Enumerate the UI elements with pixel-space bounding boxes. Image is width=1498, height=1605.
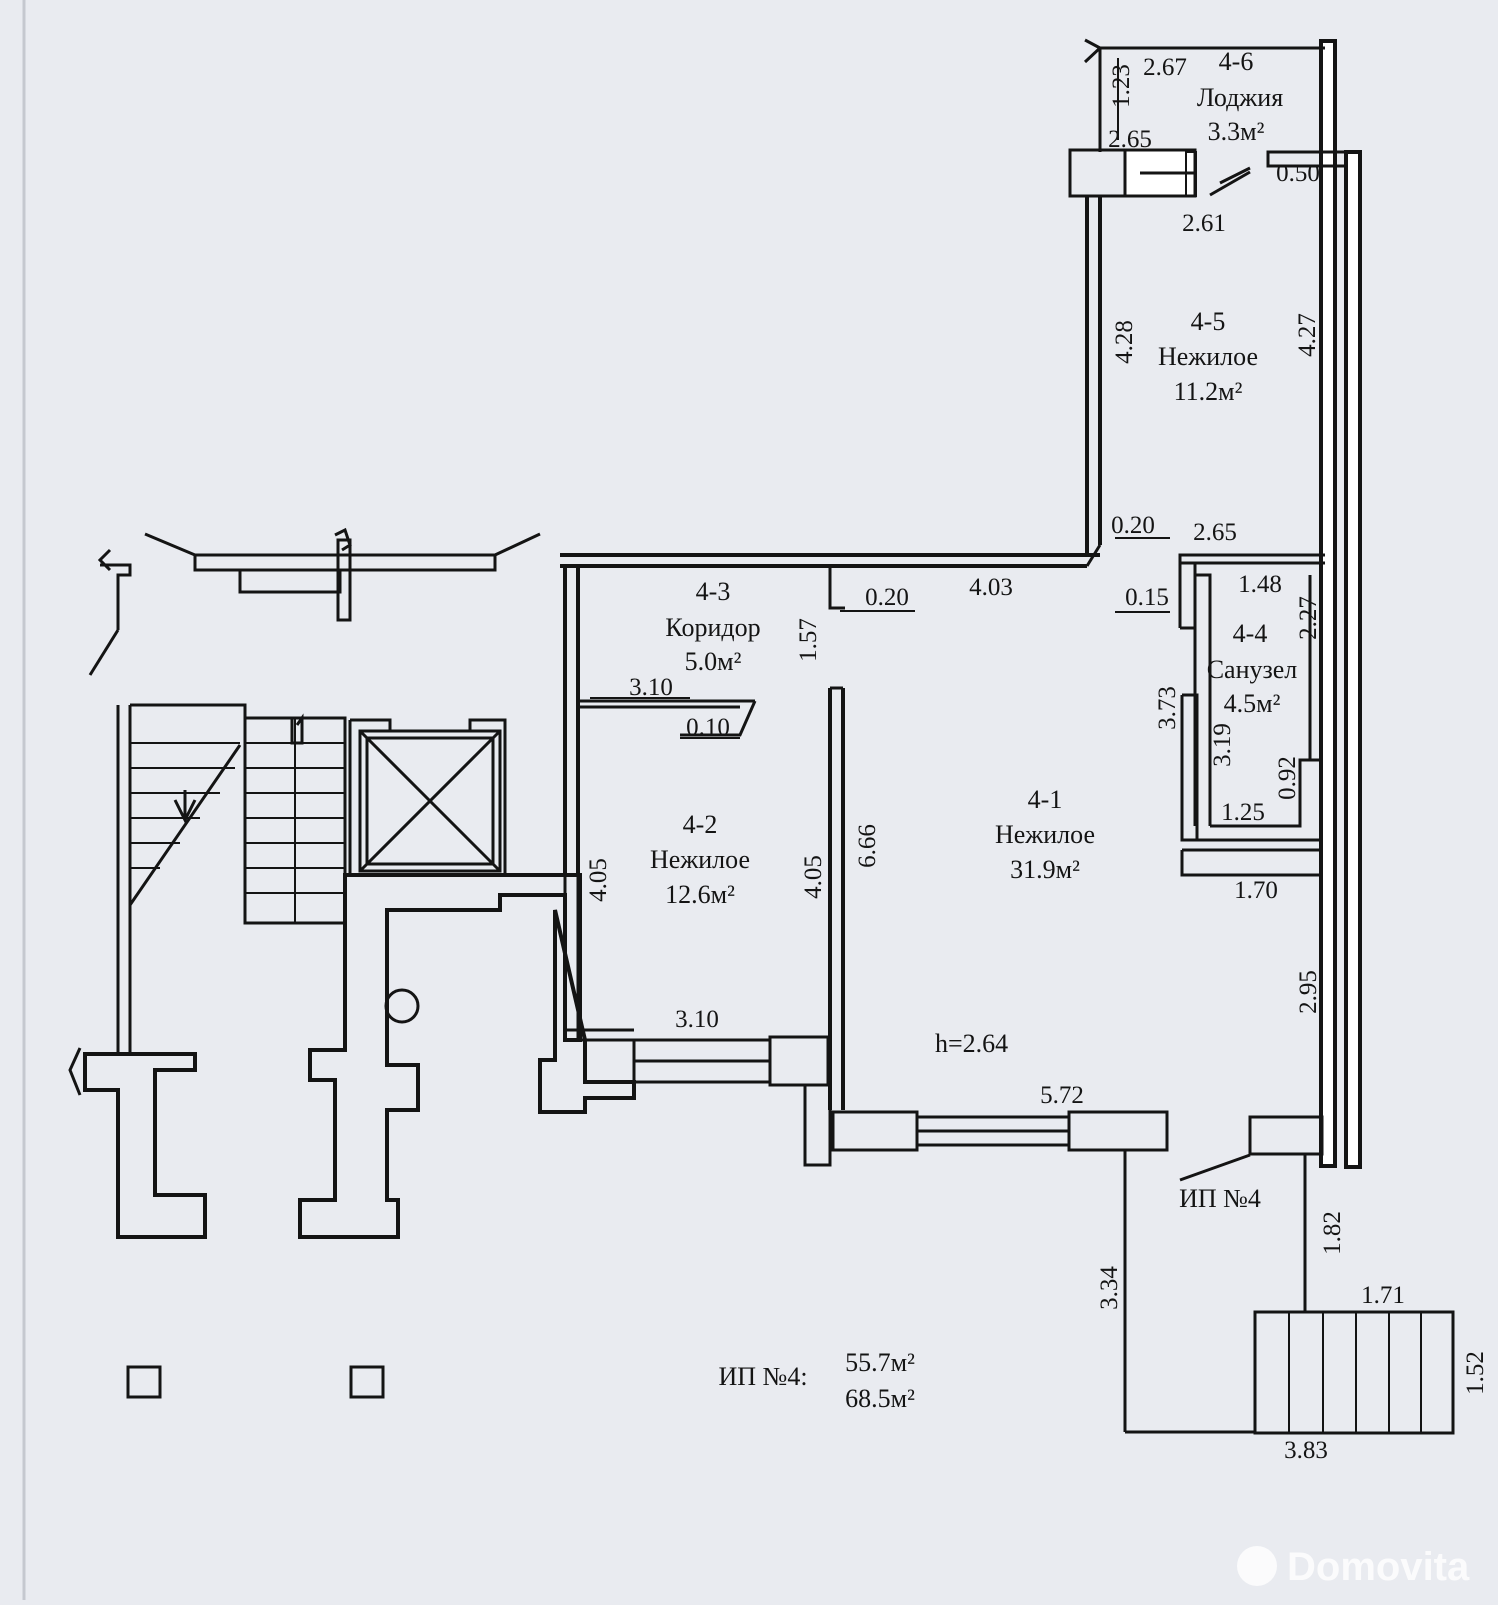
- room-4-2-label: 4-2 Нежилое 12.6м²: [650, 810, 750, 909]
- dim-1-25: 1.25: [1221, 799, 1265, 826]
- room-area: 12.6м²: [665, 880, 735, 909]
- dim-1-23: 1.23: [1108, 64, 1135, 108]
- dimension-lines: [590, 58, 1170, 739]
- dim-0-15: 0.15: [1125, 584, 1169, 611]
- watermark-text: Domovita: [1287, 1545, 1470, 1589]
- dim-1-57: 1.57: [795, 618, 822, 662]
- summary-area-2: 68.5м²: [845, 1384, 915, 1413]
- dim-2-65-mid: 2.65: [1193, 519, 1237, 546]
- summary-area-1: 55.7м²: [845, 1348, 915, 1377]
- right-outer-wall-2: [1344, 150, 1362, 1169]
- walls: [68, 38, 1455, 1435]
- dim-3-83: 3.83: [1284, 1437, 1328, 1464]
- dim-4-03: 4.03: [969, 574, 1013, 601]
- room-4-1-label: 4-1 Нежилое 31.9м²: [995, 785, 1095, 884]
- dim-0-92: 0.92: [1274, 756, 1301, 800]
- vertical-dimension-labels: 1.23 4.28 4.27 2.27 1.57 3.73 3.19 0.92 …: [585, 64, 1489, 1395]
- right-outer-wall: [1319, 39, 1337, 1168]
- dim-4-05-right: 4.05: [800, 855, 827, 899]
- dim-3-10-bottom: 3.10: [675, 1006, 719, 1033]
- room-area: 4.5м²: [1224, 689, 1281, 718]
- dim-5-72: 5.72: [1040, 1082, 1084, 1109]
- room-4-5-label: 4-5 Нежилое 11.2м²: [1158, 307, 1258, 406]
- room-4-4-label: 4-4 Санузел 4.5м²: [1207, 619, 1298, 718]
- dim-3-73: 3.73: [1154, 686, 1181, 730]
- room-id: 4-1: [1028, 785, 1063, 814]
- dim-0-20-mid: 0.20: [865, 584, 909, 611]
- room-name: Санузел: [1207, 655, 1298, 684]
- room-id: 4-2: [683, 810, 718, 839]
- room-4-3-label: 4-3 Коридор 5.0м²: [665, 577, 760, 676]
- dim-3-34: 3.34: [1096, 1266, 1123, 1310]
- summary-label: ИП №4:: [718, 1362, 807, 1391]
- dim-1-82: 1.82: [1319, 1211, 1346, 1255]
- room-id: 4-5: [1191, 307, 1226, 336]
- dim-4-28: 4.28: [1111, 320, 1138, 364]
- dim-6-66: 6.66: [854, 824, 881, 868]
- room-area: 31.9м²: [1010, 855, 1080, 884]
- dim-2-65-top: 2.65: [1108, 126, 1152, 153]
- dim-2-27: 2.27: [1295, 596, 1322, 640]
- room-4-6-label: 4-6 Лоджия 3.3м²: [1197, 47, 1283, 146]
- room-area: 3.3м²: [1208, 117, 1265, 146]
- room-name: Нежилое: [650, 845, 750, 874]
- dim-0-10: 0.10: [686, 714, 730, 741]
- room-area: 5.0м²: [685, 647, 742, 676]
- dim-2-95: 2.95: [1295, 970, 1322, 1014]
- room-area: 11.2м²: [1174, 377, 1243, 406]
- room-name: Нежилое: [1158, 342, 1258, 371]
- ceiling-height: h=2.64: [935, 1029, 1008, 1058]
- dim-1-52: 1.52: [1462, 1351, 1489, 1395]
- dimension-labels: 2.67 2.65 0.50 2.61 0.20 2.65 0.20 4.03 …: [629, 54, 1405, 1464]
- dim-3-19: 3.19: [1209, 723, 1236, 767]
- room-name: Коридор: [665, 613, 760, 642]
- room-id: 4-3: [696, 577, 731, 606]
- dim-4-05-left: 4.05: [585, 858, 612, 902]
- room-name: Нежилое: [995, 820, 1095, 849]
- dim-0-50: 0.50: [1276, 160, 1320, 187]
- unit-label: ИП №4: [1179, 1184, 1261, 1213]
- dim-2-67: 2.67: [1143, 54, 1187, 81]
- dim-1-48: 1.48: [1238, 571, 1282, 598]
- dim-2-61: 2.61: [1182, 210, 1226, 237]
- dim-1-70: 1.70: [1234, 877, 1278, 904]
- watermark: Domovita: [1237, 1545, 1470, 1589]
- room-id: 4-4: [1233, 619, 1268, 648]
- room-name: Лоджия: [1197, 83, 1283, 112]
- dim-3-10-top: 3.10: [629, 674, 673, 701]
- dim-1-71: 1.71: [1361, 1282, 1405, 1309]
- room-id: 4-6: [1219, 47, 1254, 76]
- watermark-logo-icon: [1237, 1546, 1277, 1586]
- dim-0-20-top: 0.20: [1111, 512, 1155, 539]
- dim-4-27: 4.27: [1294, 313, 1321, 357]
